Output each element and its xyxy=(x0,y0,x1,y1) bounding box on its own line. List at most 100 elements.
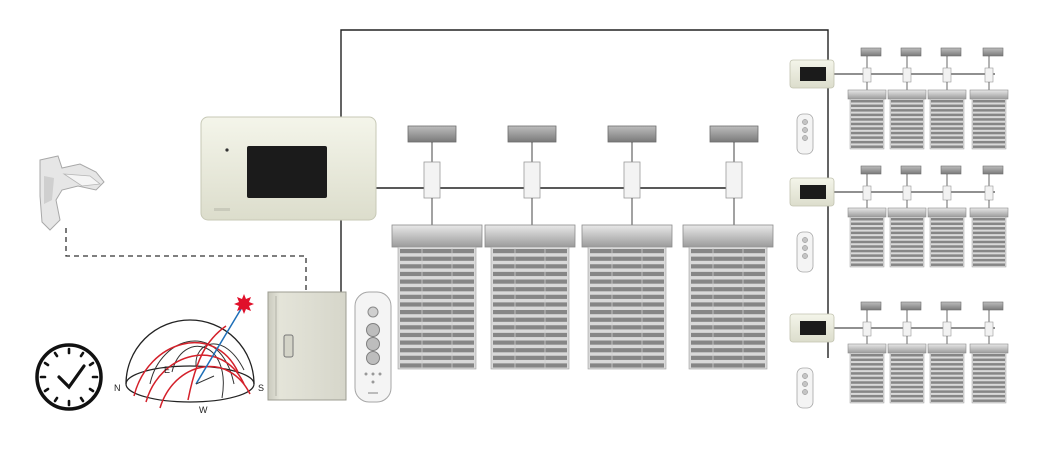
blind-slat xyxy=(590,302,664,307)
junction-module xyxy=(942,67,952,83)
blind-slat xyxy=(691,340,765,345)
compass-east-label: E xyxy=(164,365,170,375)
blind-slat xyxy=(691,271,765,277)
blind-headrail xyxy=(847,89,887,100)
blind-slat xyxy=(851,136,883,139)
blind-slat xyxy=(590,249,664,254)
blind-slat xyxy=(851,100,883,103)
blind-headrail xyxy=(887,343,927,354)
blind-slat xyxy=(400,355,474,360)
blind-headrail xyxy=(927,89,967,100)
blind-slat xyxy=(891,399,923,402)
blind-slat xyxy=(891,367,923,371)
blind-slat xyxy=(851,254,883,257)
controller-screen xyxy=(247,146,327,198)
blind-slat xyxy=(590,340,664,345)
blind-slat xyxy=(931,113,963,117)
blind-slat xyxy=(973,394,1005,398)
central-touch-controller[interactable] xyxy=(200,116,377,221)
blind-slat xyxy=(931,136,963,139)
blind-slat xyxy=(851,399,883,402)
blind-slat xyxy=(400,271,474,277)
blind-headrail xyxy=(581,224,673,248)
remote-body xyxy=(796,113,814,155)
small-blind xyxy=(847,165,887,268)
zone-controller-2[interactable] xyxy=(789,177,835,207)
small-blind xyxy=(887,47,927,150)
blind-slat xyxy=(851,367,883,371)
remote-control-icon[interactable] xyxy=(796,113,814,155)
blind-slat xyxy=(400,310,474,315)
blind-slat xyxy=(851,236,883,239)
blind-slat xyxy=(691,287,765,292)
large-blind xyxy=(484,125,576,370)
blind-slat xyxy=(973,258,1005,262)
cabinet-handle xyxy=(283,334,294,358)
blind-slat xyxy=(493,340,567,345)
blind-slat xyxy=(973,113,1005,117)
blind-slat xyxy=(973,222,1005,226)
blind-slat xyxy=(590,355,664,360)
blind-slat xyxy=(851,127,883,130)
blind-slat xyxy=(931,104,963,108)
blind-headrail xyxy=(969,207,1009,218)
blind-slat xyxy=(851,394,883,398)
blind-slat xyxy=(891,245,923,248)
zone-controller-3[interactable] xyxy=(789,313,835,343)
large-blind xyxy=(391,125,483,370)
junction-module xyxy=(902,67,912,83)
blind-slat xyxy=(590,279,664,284)
blind-slat xyxy=(973,145,1005,148)
large-blind-group xyxy=(391,125,774,370)
small-blind xyxy=(847,47,887,150)
remote-control-icon[interactable] xyxy=(354,291,392,403)
blind-slat xyxy=(973,363,1005,366)
blind-slat xyxy=(973,263,1005,266)
large-blind xyxy=(581,125,673,370)
zone-controller-1[interactable] xyxy=(789,59,835,89)
blind-slat xyxy=(973,376,1005,380)
motor-drive-box xyxy=(407,125,457,143)
blind-slat xyxy=(493,279,567,284)
blind-slat xyxy=(931,363,963,366)
junction-module xyxy=(902,185,912,201)
blind-slat xyxy=(931,376,963,380)
blind-slat xyxy=(691,310,765,315)
blind-slat xyxy=(973,131,1005,135)
zone-controllers xyxy=(789,59,835,409)
junction-module xyxy=(984,67,994,83)
blind-slat xyxy=(691,256,765,261)
blind-slat xyxy=(493,287,567,292)
motor-drive-box xyxy=(900,47,922,57)
motor-drive-box xyxy=(860,301,882,311)
junction-module xyxy=(523,161,541,199)
remote-control-icon[interactable] xyxy=(796,231,814,273)
blind-slat xyxy=(931,118,963,121)
blind-slat xyxy=(493,249,567,254)
blind-slat xyxy=(851,358,883,362)
blind-slat xyxy=(973,354,1005,357)
zone-controller-screen xyxy=(800,321,826,335)
blind-slat xyxy=(891,376,923,380)
junction-module xyxy=(862,321,872,337)
blind-slat xyxy=(400,302,474,307)
remote-button xyxy=(802,237,808,243)
blind-slat xyxy=(931,367,963,371)
blind-slat xyxy=(931,109,963,112)
motor-drive-box xyxy=(940,165,962,175)
compass-south-label: S xyxy=(258,383,264,393)
blind-slat xyxy=(691,363,765,368)
blind-slat xyxy=(493,302,567,307)
remote-control-icon[interactable] xyxy=(796,367,814,409)
blind-slat xyxy=(590,363,664,368)
blind-slat xyxy=(891,127,923,130)
blind-slat xyxy=(891,372,923,375)
small-blind xyxy=(887,165,927,268)
blind-slat xyxy=(691,279,765,284)
blind-slat xyxy=(493,294,567,299)
blind-slat xyxy=(891,231,923,235)
blind-slat xyxy=(851,354,883,357)
blind-slat xyxy=(931,358,963,362)
blind-headrail xyxy=(682,224,774,248)
